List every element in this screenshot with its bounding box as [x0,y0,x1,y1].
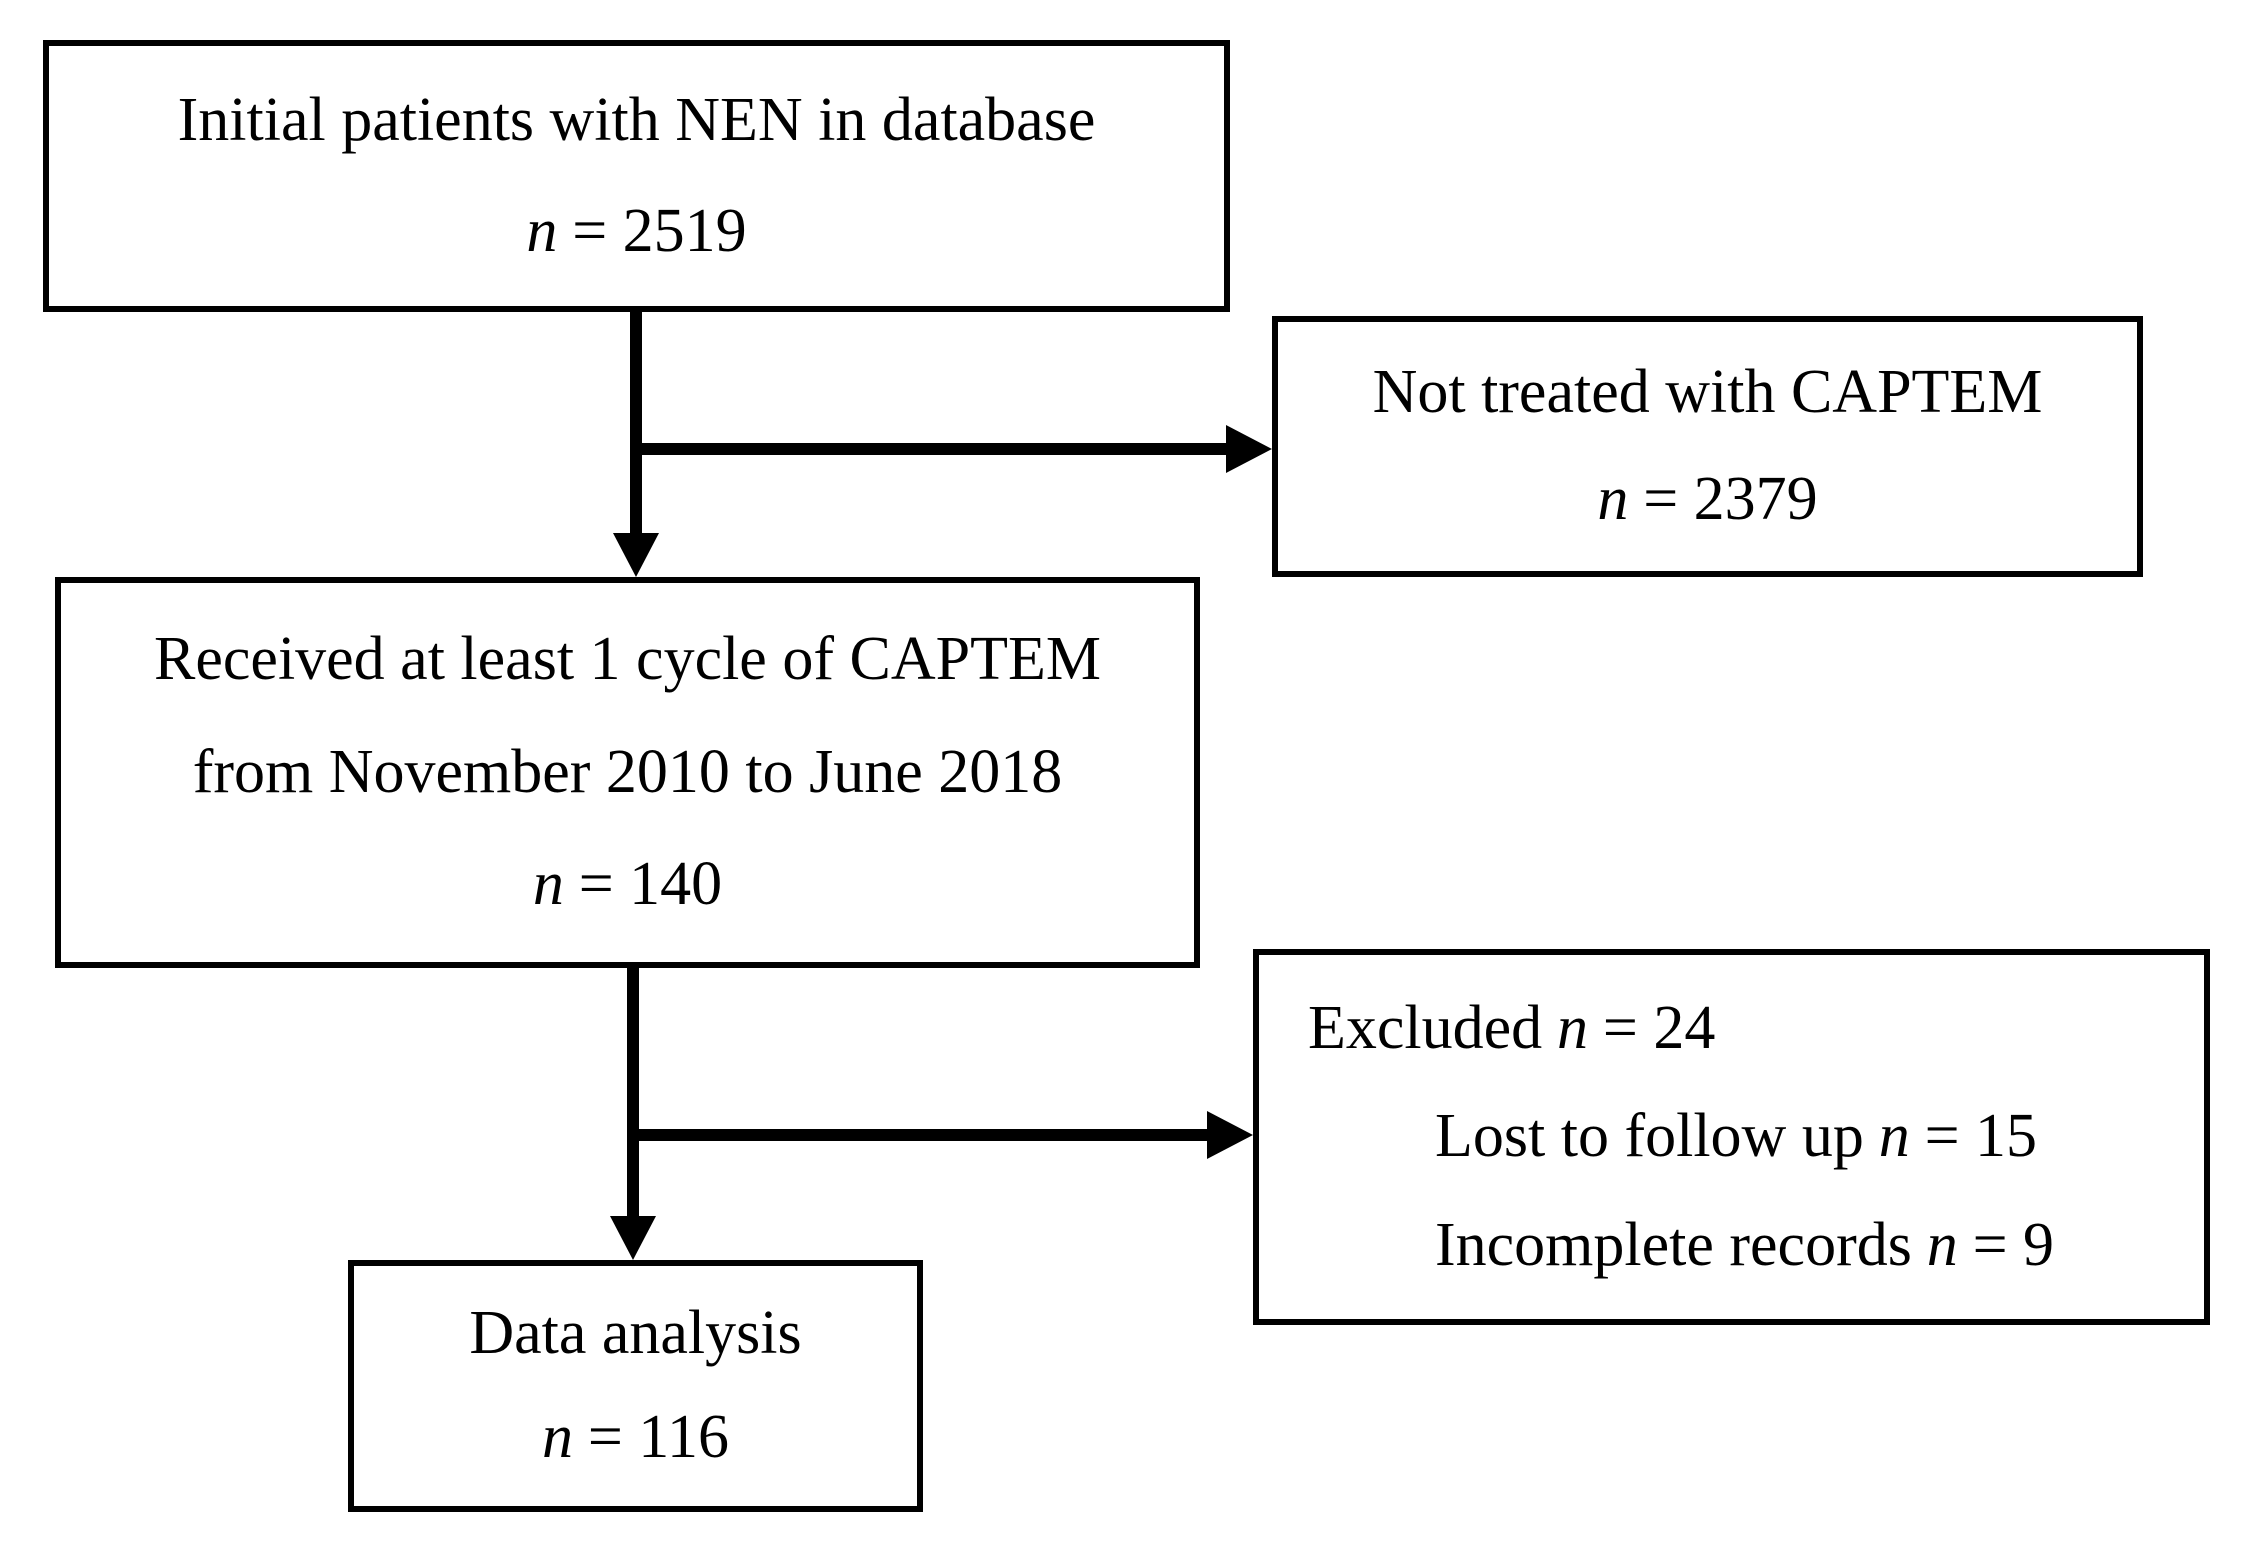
n-count-value: = 116 [587,1403,730,1472]
n-symbol: n [532,850,564,919]
arrow-down-icon [613,533,659,577]
n-symbol: n [1557,993,1589,1062]
received-label-line2: from November 2010 to June 2018 [192,737,1063,806]
n-symbol: n [541,1403,573,1472]
connector-branch-to-not-treated [630,443,1230,455]
box-data-analysis: Data analysis n= 116 [348,1260,923,1512]
n-symbol: n [526,196,558,265]
arrow-right-icon [1207,1111,1253,1159]
excluded-item-label: Lost to follow up [1435,1102,1864,1171]
n-symbol: n [1597,465,1629,534]
n-symbol: n [1878,1102,1910,1171]
not-treated-count: n= 2379 [1597,464,1817,535]
box-initial-patients: Initial patients with NEN in database n=… [43,40,1230,312]
n-count-value: = 140 [578,850,723,919]
received-label-line1: Received at least 1 cycle of CAPTEM [154,625,1101,694]
connector-received-to-analysis [627,968,639,1222]
arrow-right-icon [1226,425,1272,473]
received-count: n= 140 [533,849,722,920]
n-count-value: = 2379 [1643,465,1818,534]
connector-branch-to-excluded [627,1129,1213,1141]
box-not-treated: Not treated with CAPTEM n= 2379 [1272,316,2143,577]
not-treated-label: Not treated with CAPTEM [1372,358,2043,427]
connector-initial-to-received [630,312,642,540]
n-count-value: = 9 [1972,1211,2055,1280]
arrow-down-icon [610,1216,656,1260]
initial-patients-label: Initial patients with NEN in database [177,86,1096,155]
n-count-value: = 24 [1602,993,1716,1062]
data-analysis-count: n= 116 [542,1402,729,1473]
n-count-value: = 15 [1924,1102,2038,1171]
box-received-captem: Received at least 1 cycle of CAPTEM from… [55,577,1200,968]
initial-patients-count: n= 2519 [526,196,746,267]
n-count-value: = 2519 [572,196,747,265]
excluded-title-label: Excluded [1308,993,1543,1062]
n-symbol: n [1926,1211,1958,1280]
excluded-item-label: Incomplete records [1435,1211,1912,1280]
data-analysis-label: Data analysis [469,1299,802,1368]
